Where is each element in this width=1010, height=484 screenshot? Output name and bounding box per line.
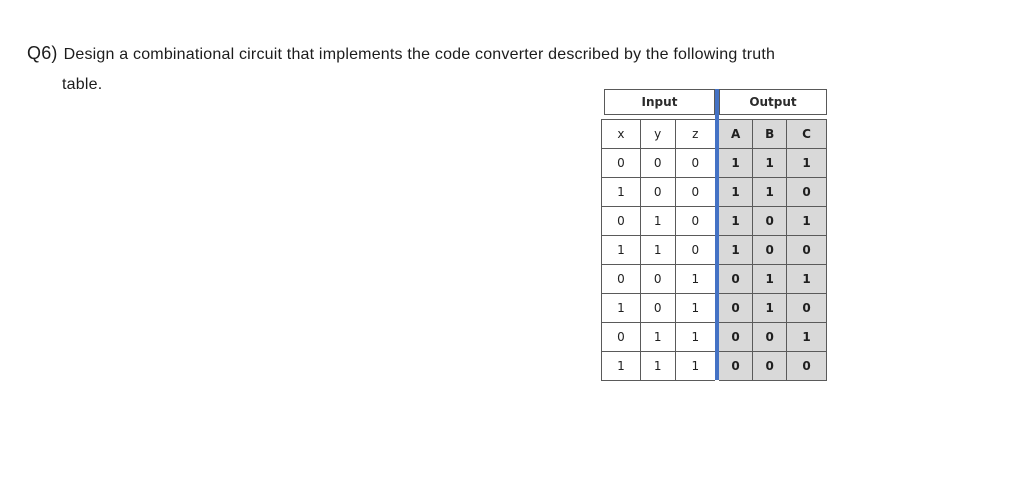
table-cell: 0: [601, 148, 641, 178]
table-cell: 1: [639, 206, 676, 236]
table-cell: 1: [752, 148, 788, 178]
question-line-2: table.: [62, 76, 103, 93]
input-group-header: Input: [604, 89, 715, 115]
table-cell: 1: [752, 293, 788, 323]
column-header-cell: x: [601, 119, 641, 149]
table-cell: 0: [674, 177, 715, 207]
table-cell: 1: [639, 351, 676, 381]
input-output-divider: [715, 89, 719, 380]
question-line-1: Q6) Design a combinational circuit that i…: [27, 38, 775, 70]
table-cell: 0: [601, 322, 641, 352]
column-header-cell: y: [639, 119, 676, 149]
table-cell: 1: [718, 206, 754, 236]
table-cell: 0: [674, 148, 715, 178]
table-cell: 0: [674, 206, 715, 236]
table-cell: 1: [718, 148, 754, 178]
table-cell: 1: [601, 177, 641, 207]
table-cell: 0: [718, 351, 754, 381]
table-cell: 0: [601, 264, 641, 294]
table-cell: 1: [601, 293, 641, 323]
table-cell: 0: [718, 322, 754, 352]
table-cell: 0: [601, 206, 641, 236]
table-cell: 0: [639, 264, 676, 294]
table-cell: 0: [639, 293, 676, 323]
table-cell: 1: [674, 264, 715, 294]
table-cell: 0: [752, 235, 788, 265]
table-cell: 1: [786, 322, 827, 352]
table-cell: 0: [786, 293, 827, 323]
table-cell: 1: [718, 235, 754, 265]
table-cell: 0: [786, 235, 827, 265]
question-text: Q6) Design a combinational circuit that i…: [27, 38, 775, 100]
table-cell: 1: [752, 177, 788, 207]
table-cell: 0: [674, 235, 715, 265]
table-cell: 1: [752, 264, 788, 294]
table-cell: 0: [718, 293, 754, 323]
table-cell: 0: [786, 177, 827, 207]
table-cell: 1: [786, 148, 827, 178]
table-cell: 1: [639, 235, 676, 265]
output-group-header: Output: [719, 89, 827, 115]
table-cell: 0: [752, 351, 788, 381]
table-cell: 1: [601, 235, 641, 265]
table-cell: 1: [601, 351, 641, 381]
table-cell: 0: [752, 206, 788, 236]
table-cell: 1: [786, 264, 827, 294]
table-cell: 0: [752, 322, 788, 352]
question-number: Q6): [27, 43, 58, 63]
table-cell: 1: [674, 322, 715, 352]
column-header-cell: C: [786, 119, 827, 149]
table-cell: 0: [718, 264, 754, 294]
table-cell: 1: [639, 322, 676, 352]
table-cell: 1: [674, 293, 715, 323]
table-cell: 0: [639, 148, 676, 178]
table-cell: 1: [718, 177, 754, 207]
table-cell: 0: [786, 351, 827, 381]
question-body: Design a combinational circuit that impl…: [63, 46, 776, 63]
column-header-cell: B: [752, 119, 788, 149]
column-header-cell: A: [718, 119, 754, 149]
column-header-cell: z: [674, 119, 715, 149]
table-cell: 1: [674, 351, 715, 381]
table-cell: 0: [639, 177, 676, 207]
table-cell: 1: [786, 206, 827, 236]
